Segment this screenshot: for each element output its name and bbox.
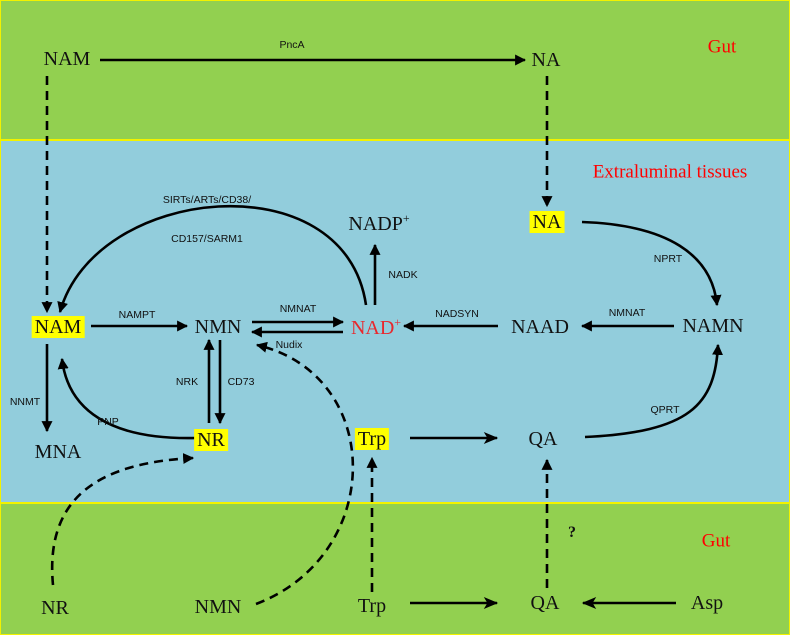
arrow-nprt: [581, 220, 722, 307]
enzyme-nudix: Nudix: [275, 338, 303, 351]
extraluminal-title: Extraluminal tissues: [592, 161, 748, 183]
metabolite-nr: NR: [194, 429, 228, 451]
arrow-pnp: [57, 357, 197, 440]
metabolite-nadp: NADP+: [348, 212, 409, 234]
arrow-nmn-gut-to-nmn: [255, 341, 355, 606]
metabolite-nmn: NMN: [194, 316, 242, 338]
metabolite-na: NA: [529, 211, 565, 233]
enzyme-nampt: NAMPT: [118, 308, 156, 321]
metabolite-trp: Trp: [354, 428, 390, 450]
enzyme-nprt: NPRT: [653, 252, 683, 265]
enzyme-nnmt: NNMT: [9, 395, 41, 408]
nadp-text: NADP: [348, 212, 403, 235]
enzyme-pnca: PncA: [279, 38, 305, 51]
metabolite-nam: NAM: [31, 316, 85, 338]
enzyme-sirts-line2: CD157/SARM1: [171, 232, 243, 245]
gut-title-bottom: Gut: [701, 530, 731, 552]
enzyme-qprt: QPRT: [650, 403, 680, 416]
enzyme-pnp: PNP: [97, 415, 119, 428]
metabolite-qa: QA: [528, 428, 558, 450]
metabolite-naad: NAAD: [511, 316, 569, 338]
enzyme-nadsyn: NADSYN: [435, 307, 479, 320]
metabolite-asp-gut: Asp: [690, 592, 724, 614]
gut-region-top: [0, 0, 790, 140]
nadp-charge: +: [402, 211, 410, 226]
enzyme-nadk: NADK: [388, 268, 418, 281]
enzyme-nrk: NRK: [175, 375, 199, 388]
arrow-sirts: [57, 204, 368, 314]
unknown-step-mark: ?: [568, 524, 576, 541]
metabolite-na-gut: NA: [531, 49, 561, 71]
nad-text: NAD: [350, 316, 395, 339]
gut-title-top: Gut: [707, 36, 737, 58]
arrow-qprt: [584, 343, 723, 439]
metabolite-mna: MNA: [34, 441, 82, 463]
enzyme-sirts-line1: SIRTs/ARTs/CD38/: [162, 193, 252, 206]
nad-charge: +: [394, 315, 402, 330]
enzyme-cd73: CD73: [227, 375, 255, 388]
enzyme-nmnat-2: NMNAT: [608, 306, 646, 319]
metabolite-qa-gut: QA: [530, 592, 560, 614]
metabolite-nr-gut: NR: [41, 597, 69, 619]
metabolite-nad: NAD+: [351, 316, 401, 338]
metabolite-nam-gut: NAM: [43, 48, 91, 70]
enzyme-nmnat: NMNAT: [279, 302, 317, 315]
arrow-nr-gut-to-nr: [50, 453, 195, 586]
extraluminal-region: [0, 140, 790, 503]
metabolite-nmn-gut: NMN: [194, 596, 242, 618]
metabolite-trp-gut: Trp: [357, 595, 387, 617]
metabolite-namn: NAMN: [682, 315, 744, 337]
